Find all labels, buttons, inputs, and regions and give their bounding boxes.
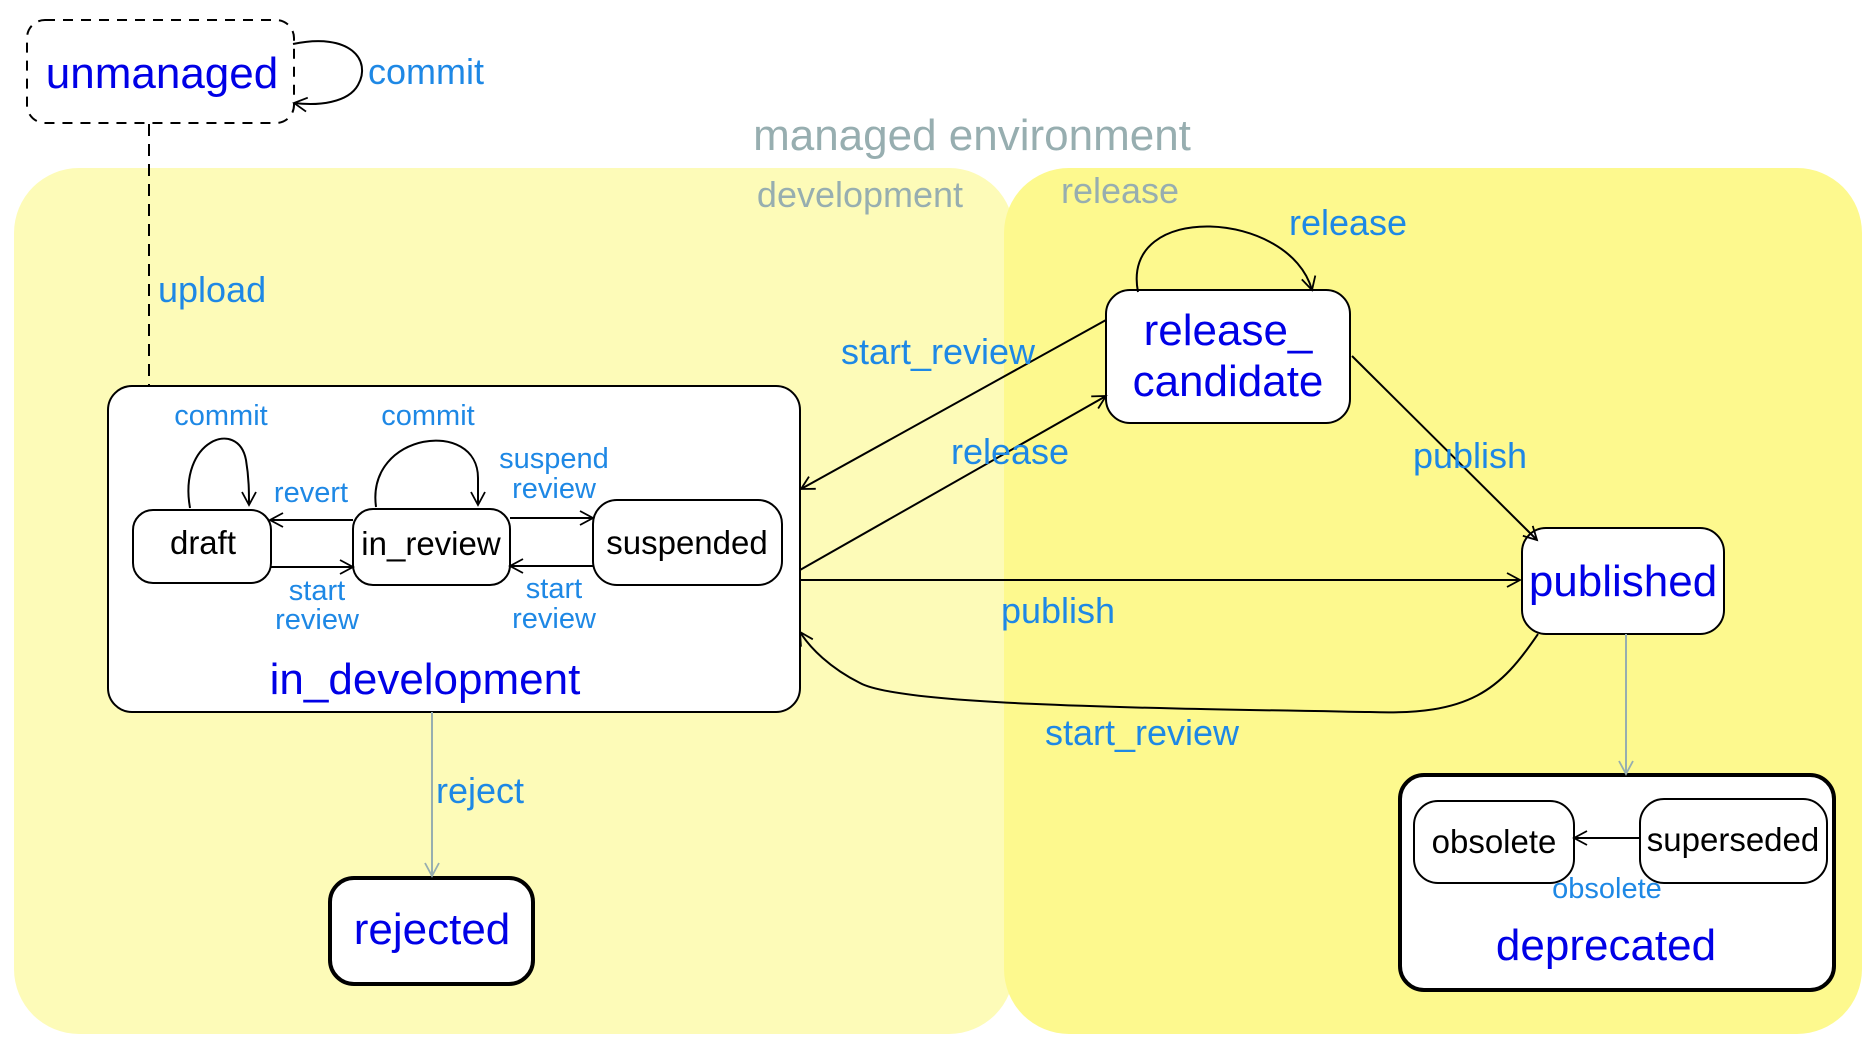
rc-publish-label: publish: [1413, 435, 1527, 476]
state-deprecated-label: deprecated: [1496, 921, 1716, 970]
state-release-candidate: [1105, 289, 1351, 424]
unmanaged-commit-loop: [292, 40, 364, 113]
state-rejected-label: rejected: [354, 905, 511, 954]
published-start-review-arrow: [798, 630, 1539, 714]
rc-publish-arrow: [1351, 355, 1539, 542]
suspend-review-label-line1: suspend: [499, 443, 609, 475]
state-in-development-label: in_development: [270, 655, 581, 704]
state-published: [1521, 527, 1725, 635]
release-candidate-release-loop-label: release: [1289, 202, 1407, 243]
draft-start-review-label-line1: start: [289, 575, 345, 607]
in-review-commit-loop: [374, 439, 486, 508]
substate-in-review-label: in_review: [361, 525, 501, 562]
managed-environment-label: managed environment: [753, 111, 1191, 160]
draft-commit-loop: [187, 437, 257, 509]
state-release-candidate-label-line1: release_: [1144, 306, 1313, 355]
substate-superseded: [1639, 798, 1828, 884]
substate-superseded-label: superseded: [1647, 821, 1819, 858]
release-region-label: release: [1061, 170, 1179, 211]
substate-draft: [132, 509, 272, 584]
substate-in-review: [352, 508, 511, 586]
dev-publish-label: publish: [1001, 590, 1115, 631]
published-start-review-label: start_review: [1045, 712, 1240, 753]
dev-release-label: release: [951, 431, 1069, 472]
dev-release-arrow: [799, 395, 1108, 571]
substate-suspended: [592, 499, 783, 586]
superseded-obsolete-label: obsolete: [1552, 873, 1662, 905]
suspended-start-review-label-line2: review: [512, 603, 597, 635]
revert-label: revert: [274, 477, 348, 509]
substate-obsolete-label: obsolete: [1432, 823, 1557, 860]
release-candidate-release-loop: [1135, 225, 1317, 293]
substate-suspended-label: suspended: [606, 524, 767, 561]
state-published-label: published: [1529, 557, 1717, 606]
unmanaged-commit-label: commit: [368, 51, 484, 92]
suspend-review-label-line2: review: [512, 473, 597, 505]
rc-start-review-arrow: [799, 319, 1107, 490]
state-release-candidate-label-line2: candidate: [1133, 357, 1324, 406]
in-review-commit-label: commit: [381, 400, 474, 432]
state-unmanaged: [26, 19, 295, 124]
development-region-label: development: [757, 174, 963, 215]
state-rejected: [328, 876, 535, 986]
state-unmanaged-label: unmanaged: [46, 49, 278, 98]
rc-start-review-label: start_review: [841, 331, 1036, 372]
draft-commit-label: commit: [174, 400, 267, 432]
substate-draft-label: draft: [170, 524, 236, 561]
draft-start-review-label-line2: review: [275, 604, 360, 636]
upload-label: upload: [158, 269, 266, 310]
suspended-start-review-label-line1: start: [526, 573, 582, 605]
reject-label: reject: [436, 770, 524, 811]
